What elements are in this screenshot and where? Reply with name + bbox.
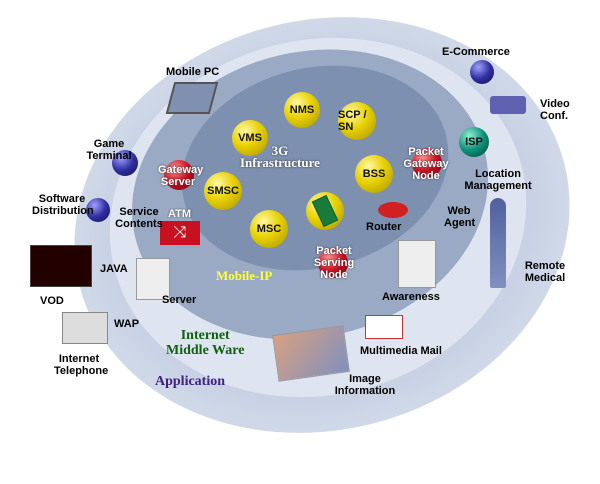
video-camera-icon <box>490 96 526 114</box>
java-label: JAVA <box>100 263 128 275</box>
node-scp-sn[interactable]: SCP / SN <box>338 102 376 140</box>
packet-serving-node-label: Packet Serving Node <box>313 245 355 281</box>
awareness-server-icon <box>398 240 436 288</box>
laptop-icon <box>165 82 219 114</box>
multimedia-mail-label: Multimedia Mail <box>360 345 442 357</box>
node-vms[interactable]: VMS <box>232 120 268 156</box>
gateway-server-icon <box>164 160 194 190</box>
isp-node[interactable]: ISP <box>459 127 489 157</box>
software-distribution-label: Software Distribution <box>32 193 94 217</box>
video-conf-label: Video Conf. <box>540 98 570 122</box>
mobile-ip-label: Mobile-IP <box>216 268 273 283</box>
vod-screen-icon <box>30 245 92 287</box>
packet-serving-node-icon <box>318 248 348 278</box>
vod-label: VOD <box>40 295 64 307</box>
mobile-phone-icon <box>306 192 344 230</box>
e-commerce-icon <box>470 60 494 84</box>
game-terminal-icon <box>112 150 138 176</box>
node-msc[interactable]: MSC <box>250 210 288 248</box>
human-figure-icon <box>490 198 506 288</box>
node-bss[interactable]: BSS <box>355 155 393 193</box>
image-information-label: Image Information <box>334 373 396 397</box>
router-label: Router <box>366 221 402 233</box>
server-icon <box>136 258 170 300</box>
awareness-label: Awareness <box>382 291 440 303</box>
packet-gateway-node-icon <box>412 148 442 178</box>
mail-icon <box>365 315 403 339</box>
application-label: Application <box>155 374 226 389</box>
atm-switch-icon: ⤨ <box>160 221 200 245</box>
node-nms[interactable]: NMS <box>284 92 320 128</box>
atm-label: ATM <box>168 208 192 220</box>
mobile-pc-label: Mobile PC <box>166 66 220 78</box>
computer-icon <box>62 312 108 344</box>
remote-medical-label: Remote Medical <box>524 260 566 284</box>
e-commerce-label: E-Commerce <box>442 46 510 58</box>
location-management-label: Location Management <box>464 168 532 192</box>
router-icon <box>378 202 408 218</box>
server-label: Server <box>162 294 197 306</box>
packet-gateway-node-label: Packet Gateway Node <box>403 146 449 182</box>
internet-telephone-label: Internet Telephone <box>54 353 109 377</box>
web-agent-label: Web Agent <box>444 205 476 229</box>
service-contents-icon <box>86 198 110 222</box>
service-contents-label: Service Contents <box>115 206 163 230</box>
wap-label: WAP <box>114 318 140 330</box>
gateway-server-label: Gateway Server <box>158 164 204 188</box>
node-smsc[interactable]: SMSC <box>204 172 242 210</box>
game-terminal-label: Game Terminal <box>86 138 132 162</box>
